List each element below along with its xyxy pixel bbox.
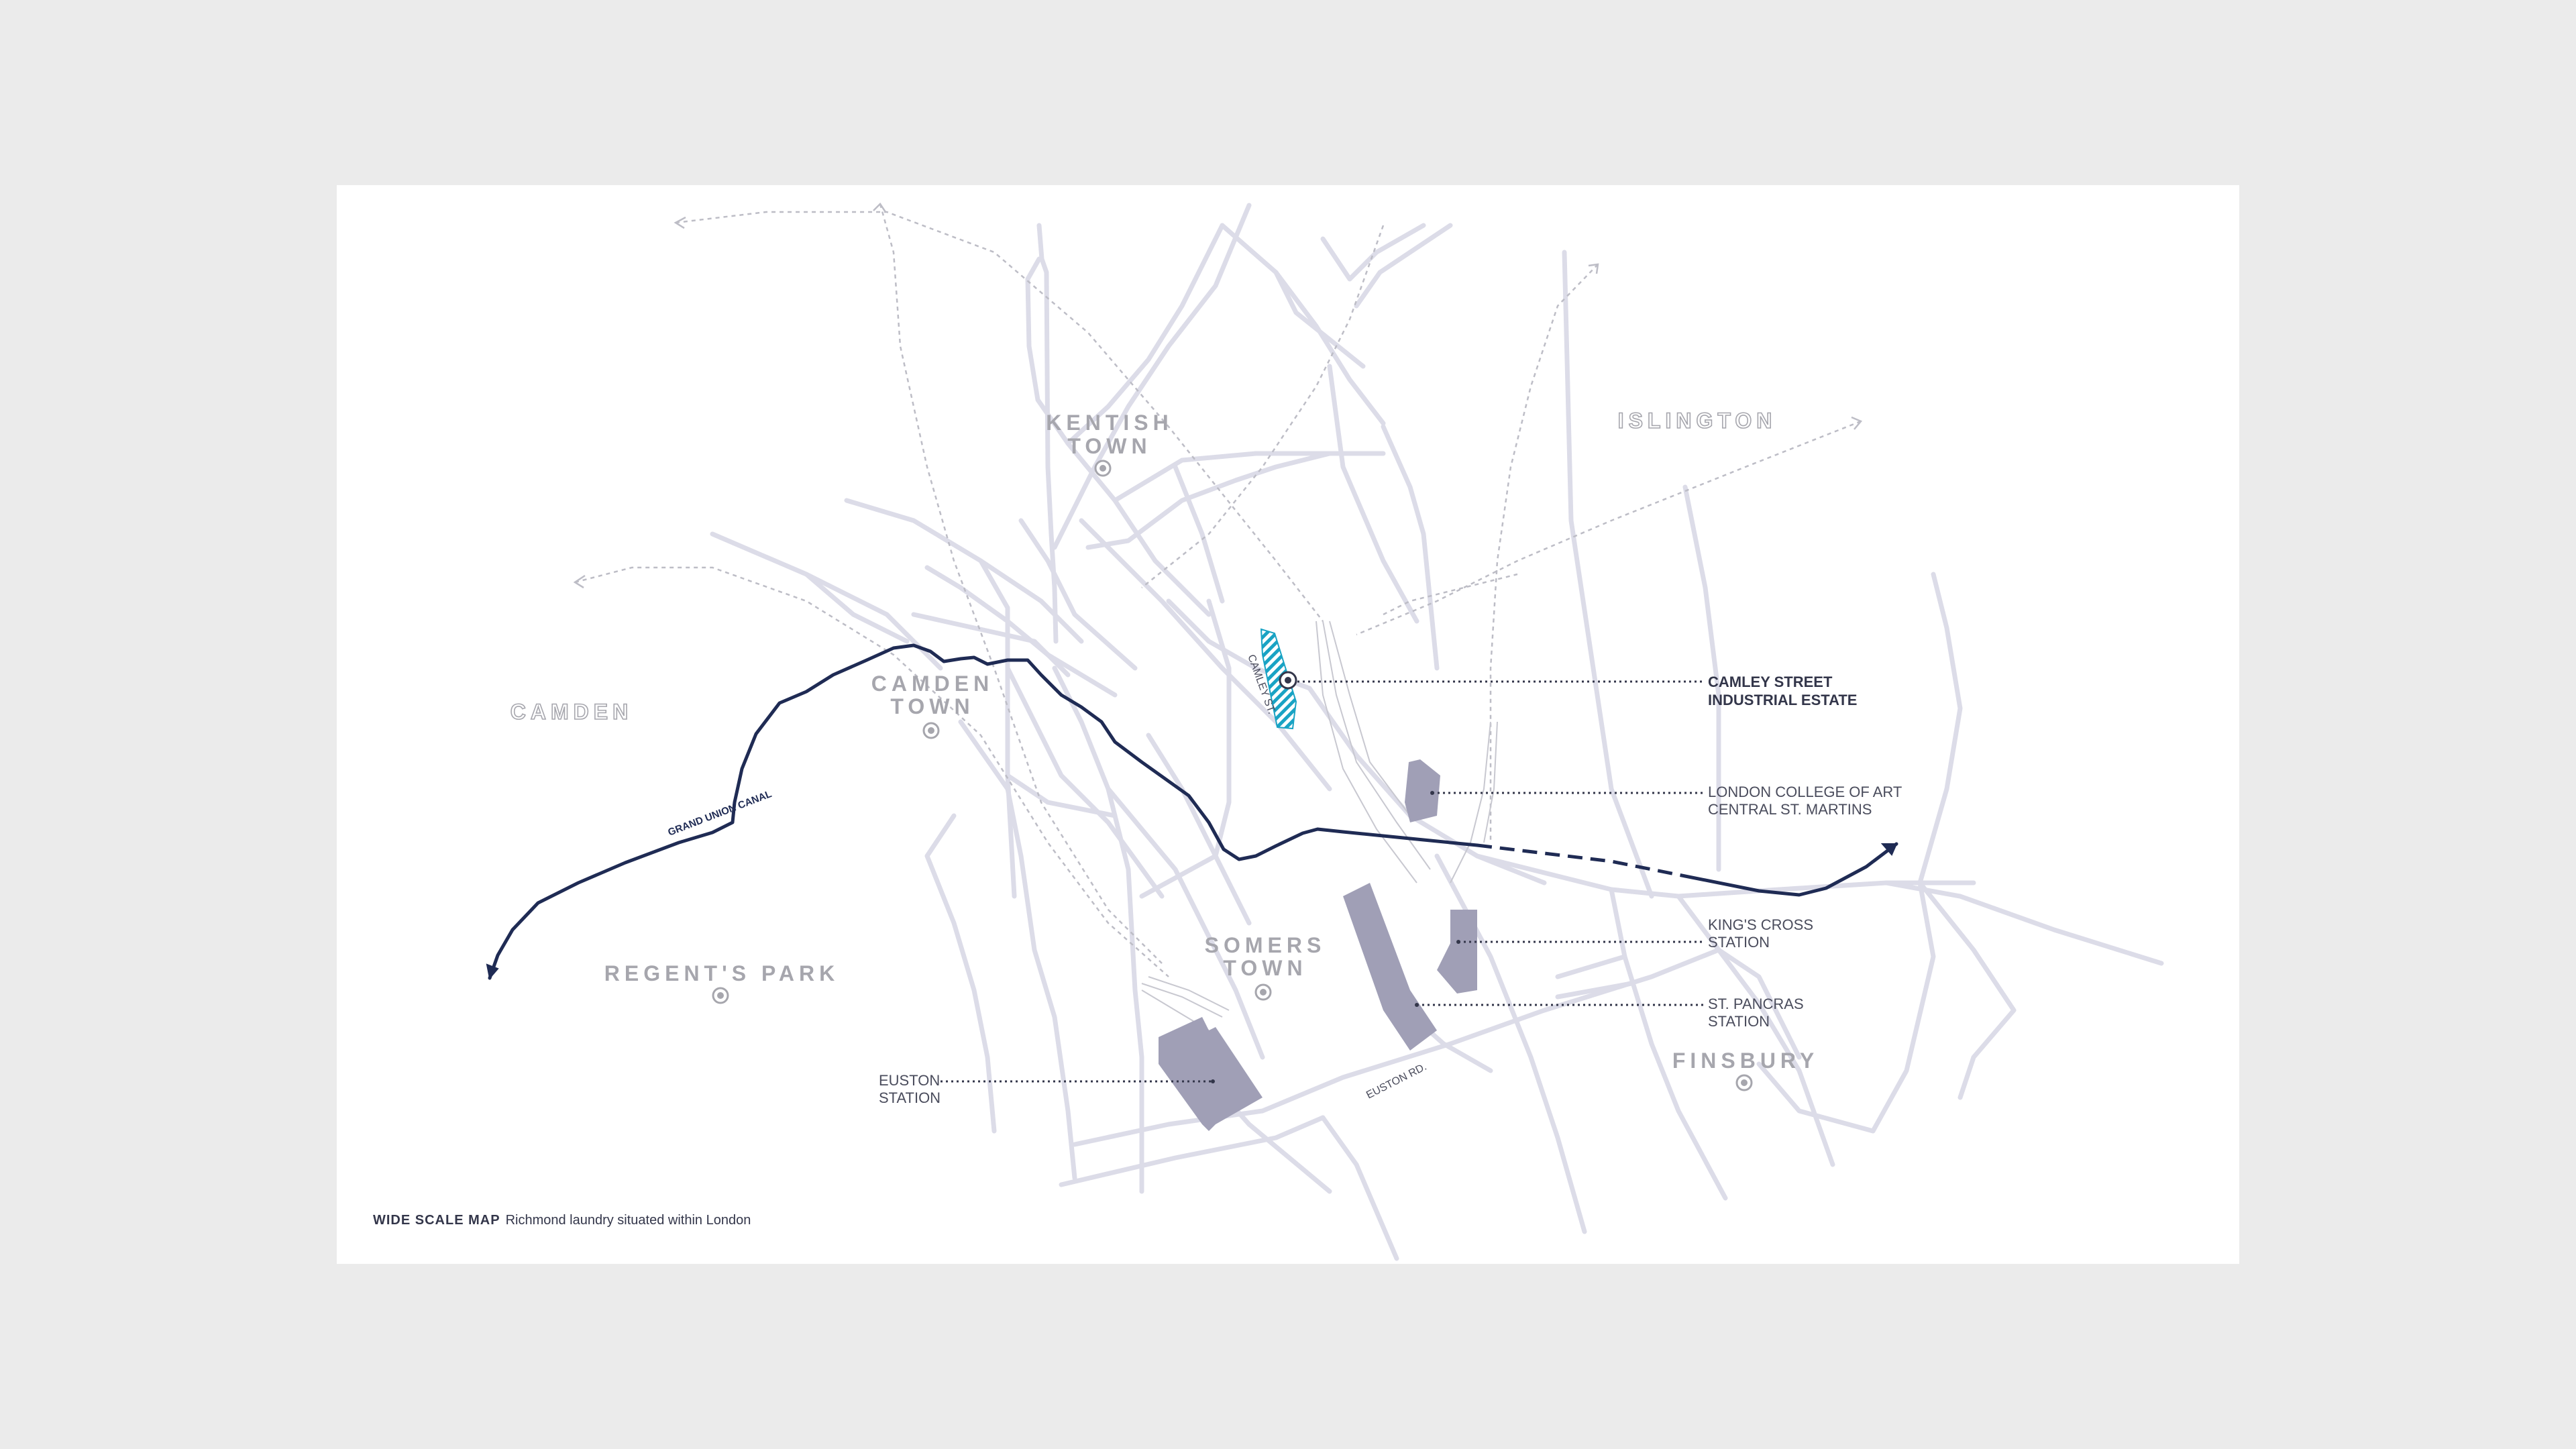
district-kentish-town: KENTISH xyxy=(1046,411,1173,435)
district-somers-town: TOWN xyxy=(1223,956,1307,980)
district-finsbury: FINSBURY xyxy=(1672,1049,1819,1073)
railway-arrows xyxy=(573,203,1863,589)
callout-euston: STATION xyxy=(879,1089,941,1106)
map-caption: WIDE SCALE MAP Richmond laundry situated … xyxy=(373,1213,751,1228)
callout-euston: EUSTON xyxy=(879,1072,940,1089)
lca-building xyxy=(1405,759,1440,822)
district-camden-town: CAMDEN xyxy=(871,672,994,696)
district-somers-town: SOMERS xyxy=(1205,933,1326,957)
st-pancras-station-building xyxy=(1343,883,1437,1051)
buildings xyxy=(1159,759,1477,1131)
wide-scale-map[interactable]: KENTISH TOWN ISLINGTON CAMDEN CAMDEN TOW… xyxy=(337,185,2239,1264)
camley-street-site[interactable] xyxy=(1260,628,1297,730)
callout-kings-cross: KING'S CROSS xyxy=(1708,916,1813,933)
caption-title: WIDE SCALE MAP xyxy=(373,1213,500,1228)
callout-kings-cross: STATION xyxy=(1708,934,1770,951)
callout-lca: CENTRAL ST. MARTINS xyxy=(1708,801,1872,818)
callouts: CAMLEY STREET INDUSTRIAL ESTATE LONDON C… xyxy=(879,671,1902,1106)
callout-camley: CAMLEY STREET xyxy=(1708,674,1833,690)
callout-lca: LONDON COLLEGE OF ART xyxy=(1708,784,1902,800)
callout-st-pancras: ST. PANCRAS xyxy=(1708,996,1804,1012)
district-kentish-town: TOWN xyxy=(1067,434,1151,458)
kings-cross-station-building xyxy=(1437,910,1477,994)
district-regents-park: REGENT'S PARK xyxy=(604,961,839,985)
district-labels: KENTISH TOWN ISLINGTON CAMDEN CAMDEN TOW… xyxy=(510,408,1819,1091)
map-card: KENTISH TOWN ISLINGTON CAMDEN CAMDEN TOW… xyxy=(337,185,2239,1264)
euston-station-building xyxy=(1159,1017,1263,1131)
railway-lines xyxy=(574,203,1862,977)
district-camden-town: TOWN xyxy=(890,694,974,718)
road-network xyxy=(710,203,2164,1261)
callout-st-pancras: STATION xyxy=(1708,1013,1770,1030)
district-islington: ISLINGTON xyxy=(1618,409,1777,433)
district-camden: CAMDEN xyxy=(511,700,633,724)
canal-label: GRAND UNION CANAL xyxy=(666,788,773,839)
callout-camley: INDUSTRIAL ESTATE xyxy=(1708,692,1857,708)
caption-text: Richmond laundry situated within London xyxy=(505,1213,751,1228)
grand-union-canal xyxy=(486,643,1898,980)
